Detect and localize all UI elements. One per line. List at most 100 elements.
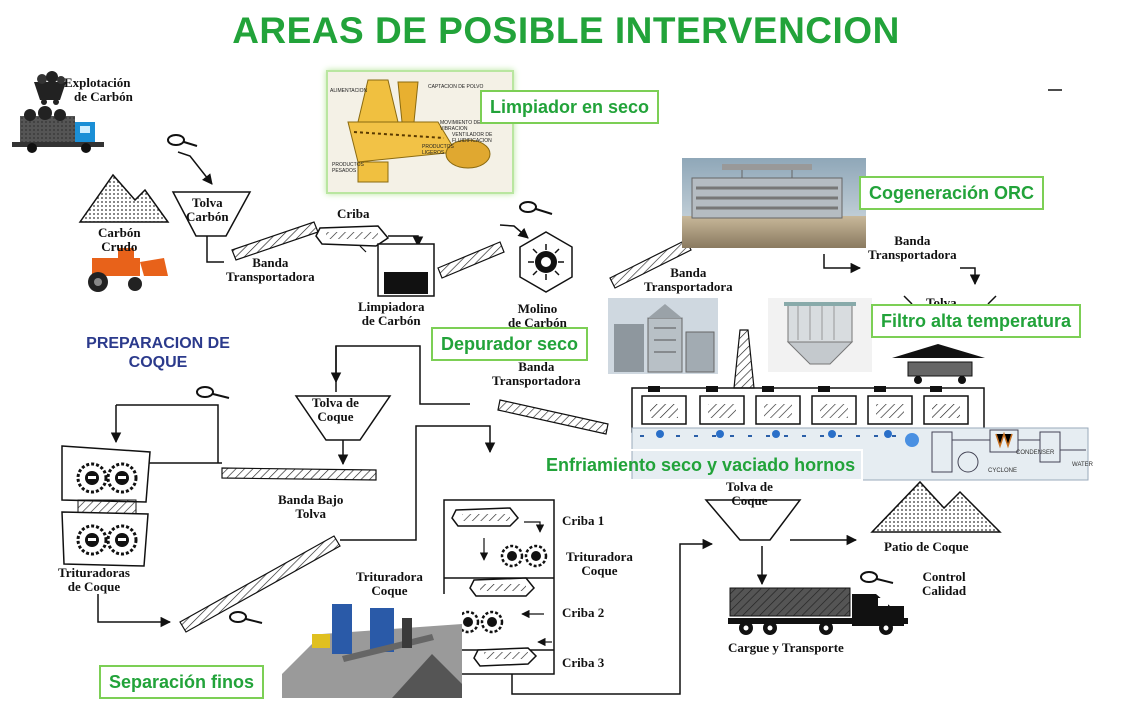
label-carbon-crudo: Carbón Crudo	[98, 226, 141, 254]
raw-coal-pile	[78, 173, 170, 223]
label-trituradora-r: Trituradora Coque	[566, 550, 633, 578]
coke-yard-pile	[870, 480, 1002, 533]
section-preparacion-1: PREPARACION DE	[86, 335, 230, 352]
label-cyclone: CYCLONE	[988, 468, 1018, 474]
label-molino-1: Molino	[517, 301, 558, 316]
label-banda-1a: Banda	[252, 255, 289, 270]
label-movimiento-1: MOVIMIENTO DE	[440, 120, 481, 126]
label-criba-2-text: Criba 2	[562, 605, 605, 620]
label-control-calidad: Control Calidad	[922, 570, 966, 598]
label-condenser: CONDENSER	[1016, 450, 1055, 456]
page-title: AREAS DE POSIBLE INTERVENCION	[232, 10, 900, 51]
label-banda-3: Banda Transportadora	[868, 234, 957, 262]
label-cargue: Cargue y Transporte	[728, 641, 844, 655]
label-trituradoras-2: de Coque	[67, 579, 121, 594]
label-criba: Criba	[337, 207, 370, 221]
conveyor-belt	[497, 399, 609, 435]
label-ligeros-2: LIGEROS	[422, 150, 445, 156]
label-pesados-1: PRODUCTOS	[332, 162, 365, 168]
label-banda-bajo-tolva: Banda Bajo Tolva	[278, 493, 343, 521]
label-limpiadora-1: Limpiadora	[358, 299, 425, 314]
label-trituradora-l: Trituradora Coque	[356, 570, 423, 598]
label-patio-coque-text: Patio de Coque	[884, 539, 969, 554]
high-temp-filter-photo	[768, 298, 872, 372]
label-tolva-coque-2: Coque	[317, 409, 354, 424]
label-ligeros-1: PRODUCTOS	[422, 144, 455, 150]
label-banda-1: Banda Transportadora	[226, 256, 315, 284]
conveyor-belt	[609, 239, 692, 289]
magnifier-icon	[167, 134, 198, 147]
label-trituradoras: Trituradoras de Coque	[58, 566, 130, 594]
label-trituradoras-1: Trituradoras	[58, 565, 130, 580]
label-criba-1-text: Criba 1	[562, 513, 605, 528]
label-banda-bajo-1: Banda Bajo	[278, 492, 344, 507]
label-banda-3b: Transportadora	[868, 247, 957, 262]
coal-hopper	[171, 191, 252, 237]
mine-cart-icon	[34, 71, 66, 105]
label-movimiento-2: VIBRACION	[440, 126, 468, 132]
tractor-icon	[88, 248, 168, 292]
label-banda-2b: Transportadora	[644, 279, 733, 294]
label-tolva-carbon: Tolva Carbón	[186, 196, 229, 224]
magnifier-icon	[519, 201, 553, 215]
magnifier-icon	[196, 386, 230, 399]
callout-cogeneracion: Cogeneración ORC	[859, 176, 1045, 210]
label-ventilador-1: VENTILADOR DE	[452, 132, 493, 138]
label-control-2: Calidad	[922, 583, 967, 598]
label-control-1: Control	[922, 569, 966, 584]
label-cargue-text: Cargue y Transporte	[728, 640, 844, 655]
label-banda-2a: Banda	[670, 265, 707, 280]
dry-scrubber-photo	[608, 298, 718, 374]
label-water: WATER	[1072, 462, 1093, 468]
label-alimentacion: ALIMENTACION	[330, 88, 368, 94]
label-criba-2: Criba 2	[562, 606, 604, 620]
coke-hopper	[294, 395, 392, 441]
callout-filtro: Filtro alta temperatura	[871, 304, 1082, 338]
dry-cleaner-photo: ALIMENTACION CAPTACION DE POLVO MOVIMIEN…	[326, 70, 514, 194]
callout-separacion: Separación finos	[99, 665, 265, 699]
label-trituradora-l-1: Trituradora	[356, 569, 423, 584]
coal-cleaner	[377, 243, 435, 297]
label-tolva-coque-1: Tolva de	[312, 395, 359, 410]
coke-hopper-2	[704, 499, 802, 541]
label-molino-2: de Carbón	[508, 315, 567, 330]
label-limpiadora-2: de Carbón	[361, 313, 421, 328]
truck-icon	[12, 106, 104, 153]
label-patio-coque: Patio de Coque	[884, 540, 969, 554]
callout-limpiador-seco: Limpiador en seco	[480, 90, 660, 124]
label-tolva-coque-2: Tolva de Coque	[726, 480, 773, 508]
conveyor-belt	[437, 241, 505, 279]
section-preparacion: PREPARACION DE COQUE	[66, 334, 250, 372]
fines-separation-photo	[282, 594, 462, 698]
label-ventilador-2: FLUIDIFICACION	[452, 138, 492, 144]
label-banda-1b: Transportadora	[226, 269, 315, 284]
label-trituradora-l-2: Coque	[371, 583, 408, 598]
cooling-schematic	[631, 427, 1089, 481]
label-banda-bajo-2: Tolva	[295, 506, 326, 521]
coke-ovens	[631, 329, 985, 433]
screens-crushers-box	[443, 499, 555, 675]
label-explotacion: Explotación de Carbón	[64, 76, 133, 104]
label-tolva-coque: Tolva de Coque	[312, 396, 359, 424]
label-carbon-crudo-2: Crudo	[101, 239, 138, 254]
coal-mill	[519, 231, 573, 293]
label-pesados-2: PESADOS	[332, 168, 357, 174]
label-banda-4a: Banda	[518, 359, 555, 374]
label-criba-3: Criba 3	[562, 656, 604, 670]
label-criba-3-text: Criba 3	[562, 655, 605, 670]
magnifier-icon	[229, 611, 263, 624]
label-captacion: CAPTACION DE POLVO	[428, 84, 483, 90]
coke-crushers	[61, 445, 151, 567]
transport-truck	[728, 587, 908, 635]
section-preparacion-2: COQUE	[128, 354, 188, 371]
label-explotacion-1: Explotación	[64, 75, 131, 90]
label-tolva-coque-2b: Coque	[731, 493, 768, 508]
label-tolva-carbon-2: Carbón	[186, 209, 229, 224]
label-molino: Molino de Carbón	[508, 302, 567, 330]
label-trituradora-r-1: Trituradora	[566, 549, 633, 564]
label-criba-1: Criba 1	[562, 514, 604, 528]
label-tolva-coque-2a: Tolva de	[726, 479, 773, 494]
label-tolva-carbon-1: Tolva	[192, 195, 223, 210]
